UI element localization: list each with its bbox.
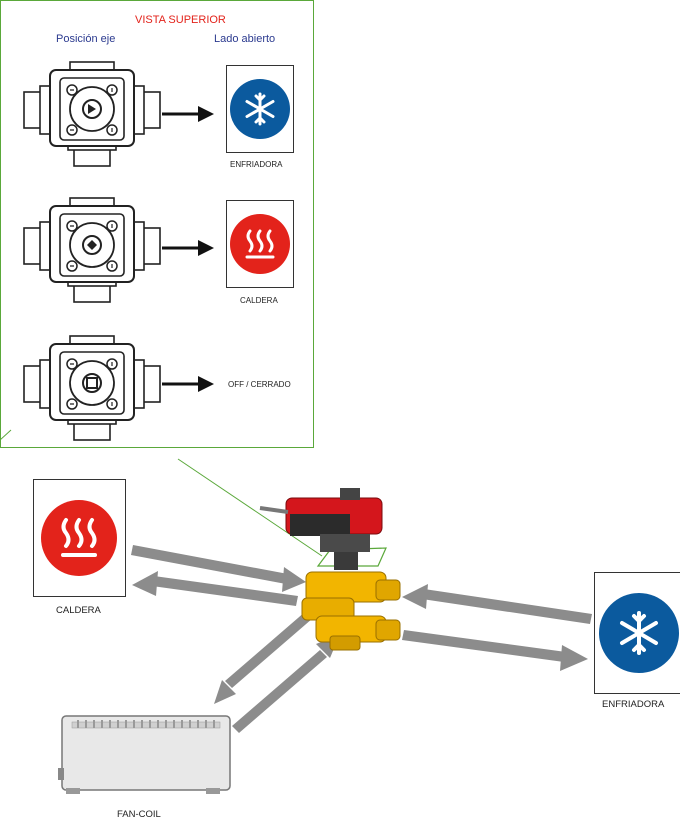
fan-coil-label: FAN-COIL: [117, 809, 161, 820]
valve-top-view-cooling: [23, 61, 161, 167]
heat-icon: [41, 500, 117, 576]
snowflake-icon: [230, 79, 290, 139]
row2-label: CALDERA: [240, 296, 278, 305]
row3-label: OFF / CERRADO: [228, 380, 291, 389]
cooling-card: [226, 65, 294, 153]
fan-coil-unit: [58, 715, 231, 794]
snowflake-icon: [599, 593, 679, 673]
chiller-label: ENFRIADORA: [602, 699, 665, 710]
brass-valve-body: [301, 571, 401, 651]
valve-top-view-closed: [23, 335, 161, 441]
valve-top-view-heating: [23, 197, 161, 303]
heat-icon: [230, 214, 290, 274]
boiler-label: CALDERA: [56, 605, 101, 616]
top-view-title: VISTA SUPERIOR: [135, 14, 226, 26]
heating-card: [226, 200, 294, 288]
zoom-connector-line: [177, 458, 323, 557]
flow-arrows: [131, 545, 592, 733]
valve-actuator: [259, 488, 383, 570]
row1-label: ENFRIADORA: [230, 160, 283, 169]
top-view-panel: [0, 0, 314, 448]
arrow-row-2: [162, 240, 214, 256]
arrow-row-3: [162, 376, 214, 392]
arrow-row-1: [162, 106, 214, 122]
axis-position-heading: Posición eje: [56, 33, 116, 45]
boiler-card: [33, 479, 126, 597]
open-side-heading: Lado abierto: [214, 33, 276, 45]
chiller-card: [594, 572, 680, 694]
